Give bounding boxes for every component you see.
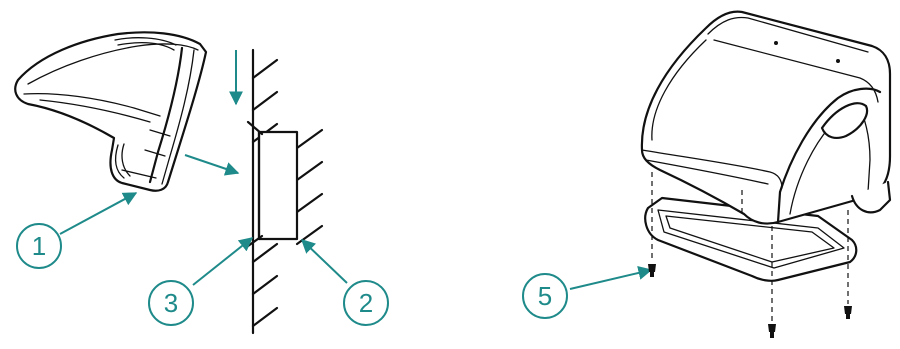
screw (844, 306, 852, 319)
svg-text:1: 1 (32, 231, 46, 261)
callout-3: 3 (148, 280, 194, 326)
screw (768, 324, 776, 338)
callout-2: 2 (343, 280, 389, 326)
leader-1 (59, 192, 138, 235)
leader-5 (569, 266, 653, 290)
svg-text:2: 2 (359, 288, 373, 318)
svg-text:3: 3 (164, 288, 178, 318)
callout-5: 5 (522, 273, 568, 319)
screw (648, 264, 656, 277)
hood-exploded-view (640, 10, 892, 282)
wall-section (251, 48, 324, 335)
right-arrow-icon (184, 154, 240, 176)
leader-3 (192, 237, 254, 286)
svg-text:5: 5 (538, 281, 552, 311)
leader-2 (300, 239, 348, 284)
callout-1: 1 (16, 223, 62, 269)
hood-cover-side-view (14, 31, 208, 192)
mounting-plate (246, 120, 299, 248)
